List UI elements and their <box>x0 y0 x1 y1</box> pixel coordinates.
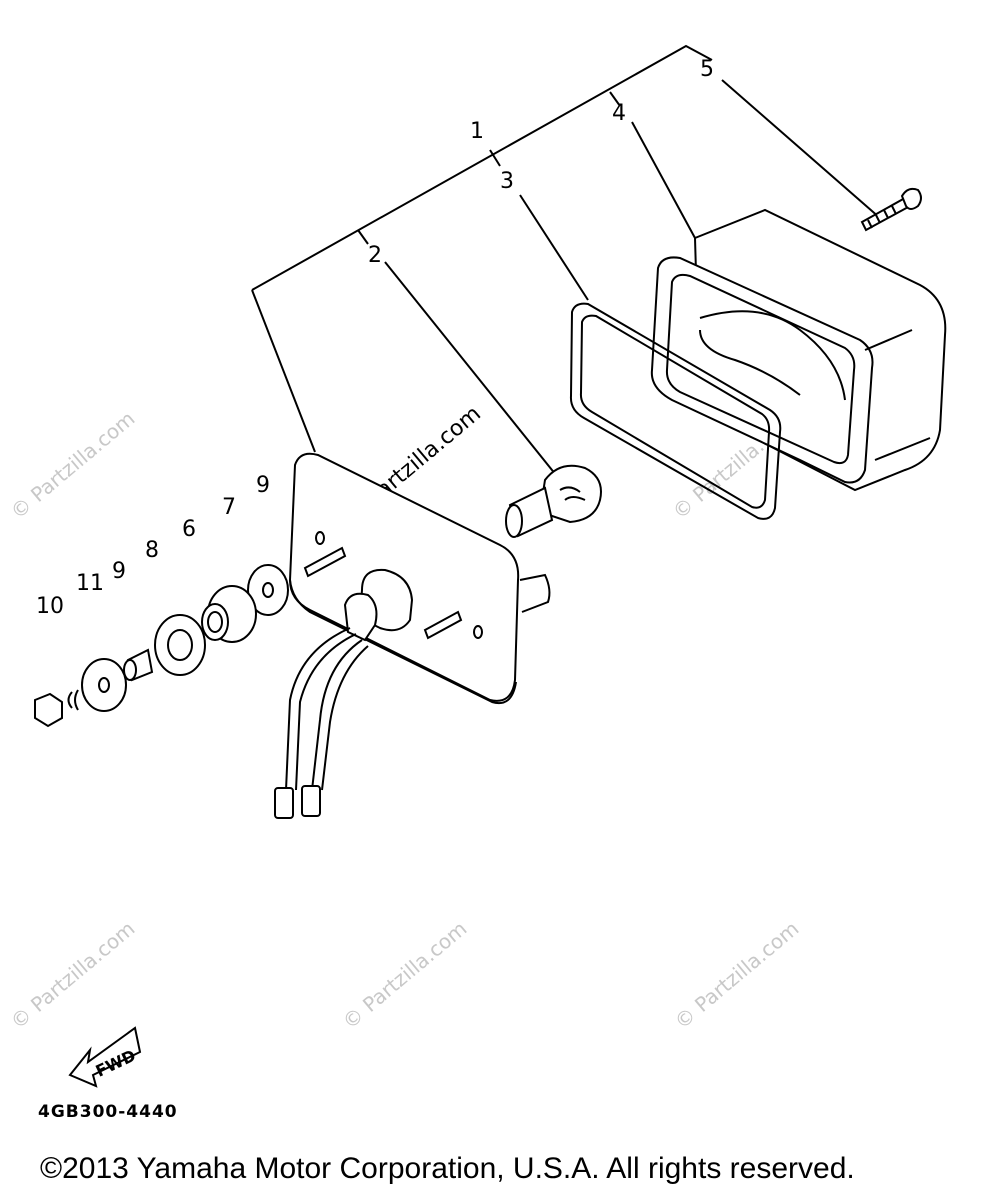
callout-1: 1 <box>470 119 484 144</box>
watermark: © Partzilla.com <box>338 916 472 1034</box>
callout-2: 2 <box>368 243 382 268</box>
callout-4: 4 <box>612 101 626 126</box>
callout-10: 10 <box>36 594 64 619</box>
leader-line-base <box>251 289 316 453</box>
callout-11: 11 <box>76 571 104 596</box>
lock-washer-11 <box>67 689 79 711</box>
watermark: © Partzilla.com <box>6 406 140 524</box>
leader-lines <box>251 44 881 481</box>
callout-9a: 9 <box>112 559 126 584</box>
callout-7: 7 <box>222 495 236 520</box>
base-plate <box>288 452 551 704</box>
leader-line-2b <box>384 261 561 481</box>
watermark: © Partzilla.com <box>6 916 140 1034</box>
leader-line-4 <box>609 91 621 107</box>
callout-6: 6 <box>182 517 196 542</box>
watermarks: © Partzilla.com © Partzilla.com © Partzi… <box>6 401 804 1034</box>
leader-line-4b <box>631 121 696 239</box>
assembly-bracket-line <box>251 44 713 291</box>
leader-line-2 <box>357 229 369 245</box>
bulb <box>505 464 602 538</box>
fwd-arrow-icon <box>68 1026 142 1088</box>
callout-8: 8 <box>145 538 159 563</box>
callout-9b: 9 <box>256 473 270 498</box>
screw <box>860 187 922 232</box>
leader-line-3 <box>519 194 589 301</box>
callout-5: 5 <box>700 57 714 82</box>
nut-10 <box>34 692 63 728</box>
leader-line-5 <box>721 79 881 219</box>
gasket <box>569 302 782 520</box>
wiring-harness <box>274 627 369 819</box>
mounting-hardware <box>34 564 289 728</box>
watermark: © Partzilla.com <box>670 916 804 1034</box>
fwd-arrow: FWD <box>68 1026 142 1088</box>
leader-line-1 <box>489 149 501 167</box>
callout-3: 3 <box>500 169 514 194</box>
diagram-code: 4GB300-4440 <box>38 1102 178 1122</box>
lens-housing <box>650 208 947 492</box>
callout-numbers: 1 2 3 4 5 6 7 8 9 9 11 10 <box>36 57 714 619</box>
copyright-notice: ©2013 Yamaha Motor Corporation, U.S.A. A… <box>40 1152 855 1185</box>
